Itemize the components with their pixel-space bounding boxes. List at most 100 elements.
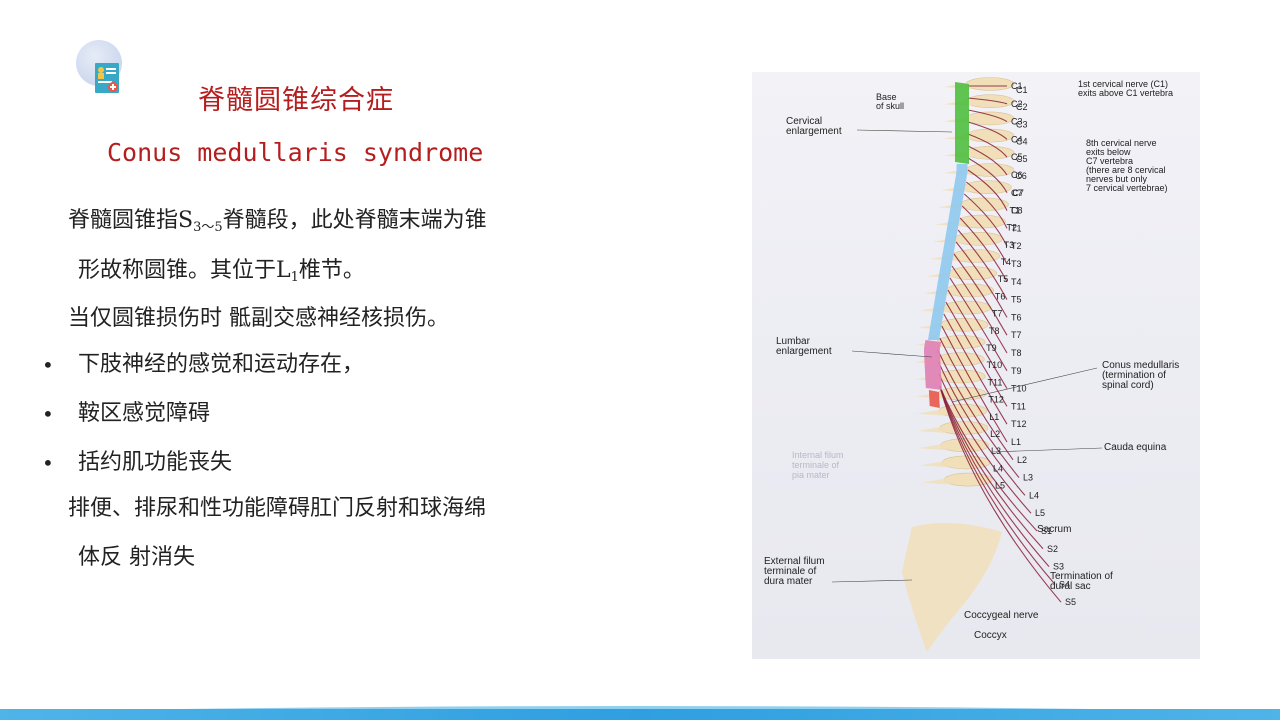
- bullet-marker: •: [42, 402, 54, 426]
- vertebra: [948, 266, 998, 280]
- vertebra-label: C5: [1016, 154, 1028, 164]
- vertebra-label: T10: [987, 360, 1003, 370]
- vertebra: [936, 352, 985, 367]
- vertebra: [936, 369, 986, 384]
- vertebra-label: T12: [988, 395, 1004, 405]
- vertebra-label: L1: [989, 412, 999, 422]
- nerve-label: T4: [1011, 277, 1022, 287]
- nerve-label: T6: [1011, 312, 1022, 322]
- spinal-cord-svg: C1C2C3C4C5C6C7C8T1T2T3T4T5T6T7T8T9T10T11…: [764, 77, 1179, 652]
- nerve-label: L3: [1023, 473, 1033, 483]
- first-cervical-note: 1st cervical nerve (C1): [1078, 79, 1168, 89]
- nerve-label: C3: [1011, 117, 1023, 127]
- nerve-label: T3: [1011, 259, 1022, 269]
- spinal-nerve: [945, 301, 1008, 407]
- bullet-marker: •: [42, 353, 54, 377]
- vertebra-label: T9: [986, 343, 997, 353]
- nerve-label: C1: [1011, 81, 1023, 91]
- nerve-label: S2: [1047, 544, 1058, 554]
- bottom-band: [0, 709, 1280, 720]
- vertebra: [942, 300, 992, 315]
- nerve-label: L4: [1029, 490, 1039, 500]
- medical-document-icon: [95, 63, 119, 93]
- nerve-label: C6: [1011, 170, 1023, 180]
- spinal-nerve: [941, 325, 1008, 443]
- vertebra-label: C7: [1012, 188, 1024, 198]
- leader-line: [851, 350, 933, 358]
- base-of-skull-label: Base: [876, 92, 897, 102]
- leader-line: [831, 579, 913, 583]
- external-filum-label: dura mater: [764, 576, 813, 587]
- spinal-nerve: [965, 181, 1008, 229]
- spinal-nerve: [961, 205, 1008, 265]
- nerve-label: S3: [1053, 562, 1064, 572]
- spinal-nerve: [967, 109, 1008, 123]
- spinal-nerve: [951, 265, 1008, 354]
- vertebra-label: T8: [989, 326, 1000, 336]
- spinal-nerve: [967, 97, 1008, 105]
- spinal-nerves: [937, 85, 1062, 603]
- figure-labels: C1C2C3C4C5C6C7C8T1T2T3T4T5T6T7T8T9T10T11…: [764, 79, 1179, 641]
- eighth-cervical-note: nerves but only: [1086, 174, 1148, 184]
- spinal-nerve: [967, 121, 1008, 140]
- vertebra-label: T11: [988, 377, 1003, 387]
- vertebra-process: [917, 426, 946, 433]
- spinal-nerve: [955, 241, 1008, 318]
- intro-line-1: 脊髓圆锥指S3～5脊髓段，此处脊髓末端为锥: [68, 206, 487, 243]
- thoracic-cord-segment: [927, 164, 968, 340]
- spinal-nerve: [939, 385, 1044, 550]
- vertebra-label: C3: [1016, 119, 1028, 129]
- sacrum-label: Sacrum: [1037, 524, 1071, 535]
- intro-line-2-text-b: 椎节。: [298, 258, 365, 283]
- coccyx-label: Coccyx: [974, 630, 1007, 641]
- nerve-label: T7: [1011, 330, 1022, 340]
- cervical-cord-segment: [955, 82, 969, 164]
- nerve-label: T1: [1011, 223, 1022, 233]
- nerve-label: T5: [1011, 295, 1022, 305]
- vertebra-label: L3: [991, 446, 1001, 456]
- eighth-cervical-note: 8th cervical nerve: [1086, 138, 1157, 148]
- coccygeal-nerve-label: Coccygeal nerve: [964, 610, 1039, 621]
- spinal-nerve: [953, 253, 1008, 336]
- vertebra-label: T3: [1004, 240, 1015, 250]
- dural-sac-label: Termination of: [1050, 571, 1113, 582]
- vertebra-label: T6: [995, 291, 1006, 301]
- lumbar-cord-segment: [924, 340, 942, 390]
- bullet-item: 鞍区感觉障碍: [78, 401, 211, 426]
- vertebra-label: L4: [993, 463, 1003, 473]
- internal-filum-label: pia mater: [792, 470, 830, 480]
- vertebra-label: C2: [1016, 102, 1028, 112]
- nerve-label: T12: [1011, 419, 1027, 429]
- nerve-label: T2: [1011, 241, 1022, 251]
- vertebra-label: C6: [1015, 171, 1027, 181]
- vertebra-label: T2: [1007, 223, 1018, 233]
- nerve-label: S4: [1059, 579, 1070, 589]
- lumbar-enlargement-label: Lumbar: [776, 336, 811, 347]
- vertebra-label: T4: [1001, 257, 1012, 267]
- vertebra-process: [922, 477, 951, 485]
- closing-line-1: 排便、排尿和性功能障碍肛门反射和球海绵: [68, 496, 487, 521]
- external-filum-label: External filum: [764, 556, 825, 567]
- cauda-equina-label: Cauda equina: [1104, 442, 1167, 453]
- slide-title-chinese: 脊髓圆锥综合症: [198, 85, 394, 116]
- conus-medullaris-label: Conus medullaris: [1102, 360, 1179, 371]
- vertebra-label: C4: [1016, 137, 1028, 147]
- intro-line-2: 形故称圆锥。其位于L1椎节。: [78, 256, 365, 293]
- nerve-label: C5: [1011, 152, 1023, 162]
- nerve-label: T10: [1011, 384, 1027, 394]
- bullet-item: 括约肌功能丧失: [78, 450, 233, 475]
- nerve-label: C8: [1011, 206, 1023, 216]
- conus-medullaris-label: (termination of: [1102, 370, 1166, 381]
- vertebra-process: [918, 443, 947, 451]
- spinal-nerve: [959, 217, 1008, 283]
- intro-line-2-subscript: 1: [290, 270, 299, 285]
- intro-line-3: 当仅圆锥损伤时 骶副交感神经核损伤。: [68, 306, 449, 331]
- nerve-label: S5: [1065, 597, 1076, 607]
- sacral-cord-segment: [928, 390, 940, 408]
- spinal-nerve: [967, 145, 1008, 176]
- external-filum-label: terminale of: [764, 566, 816, 577]
- spinal-nerve: [939, 337, 1014, 461]
- bullet-item: 下肢神经的感觉和运动存在，: [78, 352, 365, 377]
- intro-line-1-subscript: 3～5: [193, 220, 223, 235]
